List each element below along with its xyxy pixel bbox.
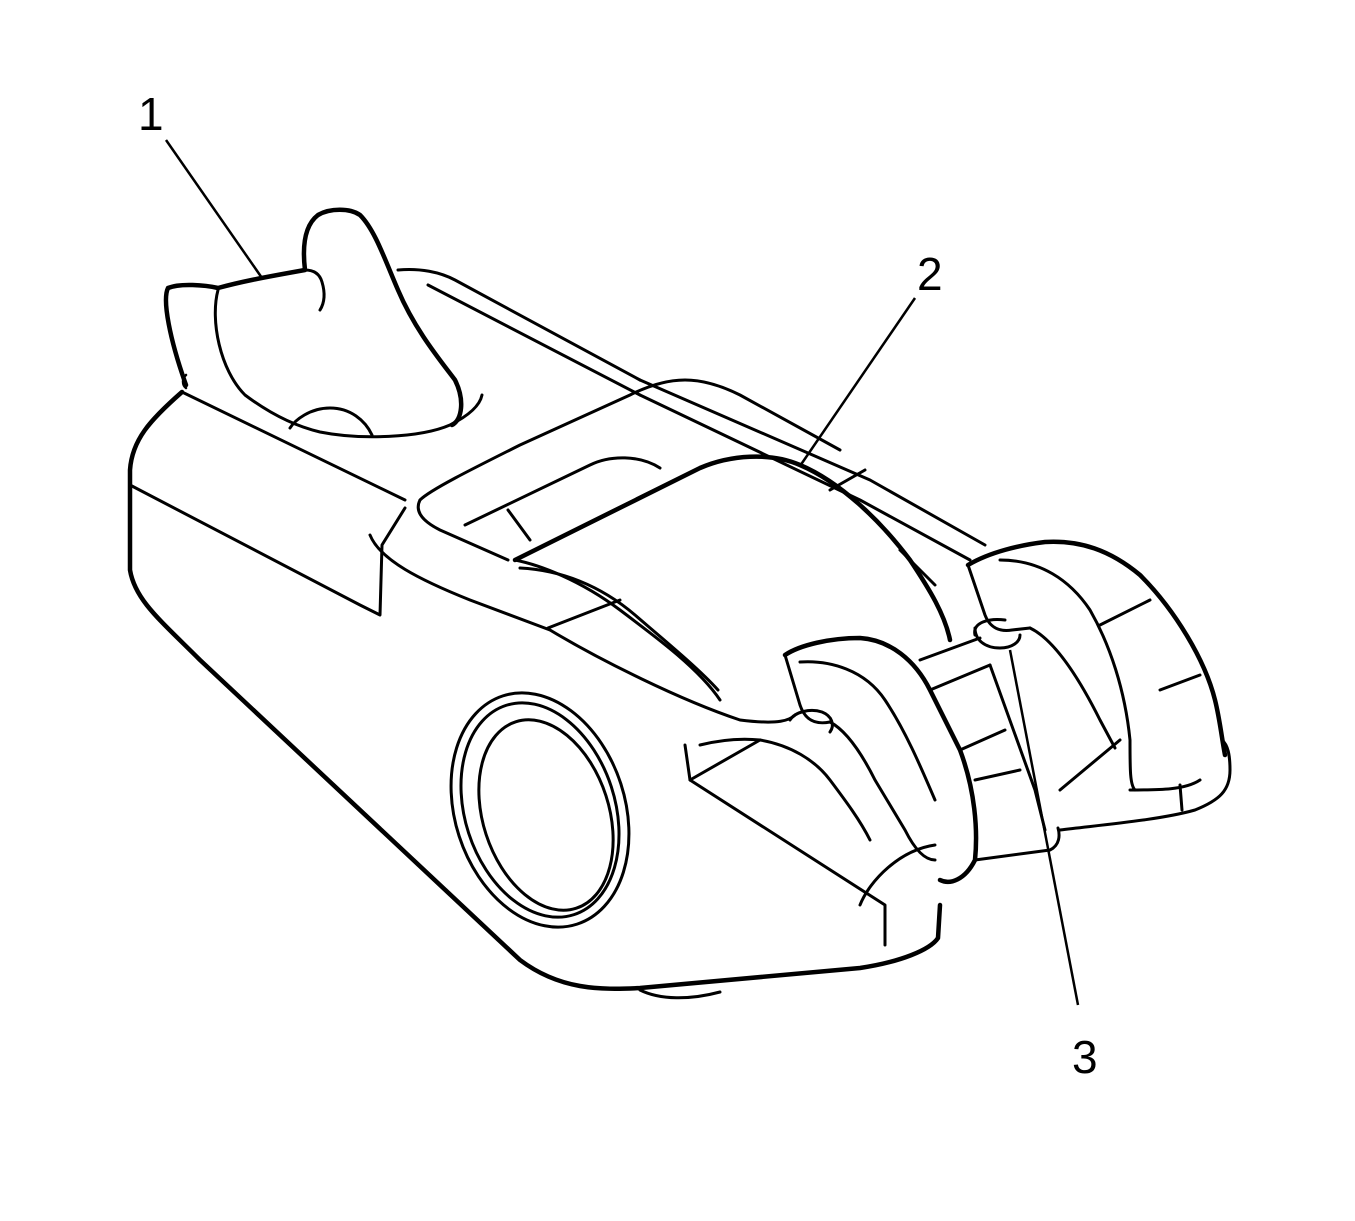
roller-assembly [416,378,987,702]
front-retainer-clip [638,635,1061,1000]
pivot-bore [449,691,631,929]
roller-retainer-clip [965,539,1232,832]
leader-3 [1008,649,1080,1006]
callout-label-3: 3 [1072,1031,1098,1083]
valve-tip-pad [163,207,642,439]
callout-label-2: 2 [917,248,943,300]
leader-1 [164,139,264,279]
leader-2 [798,297,917,467]
callout-label-1: 1 [138,88,164,140]
callout-leaders [164,139,1080,1006]
rocker-arm-body [127,389,943,991]
callout-labels: 1 2 3 [138,88,1098,1083]
